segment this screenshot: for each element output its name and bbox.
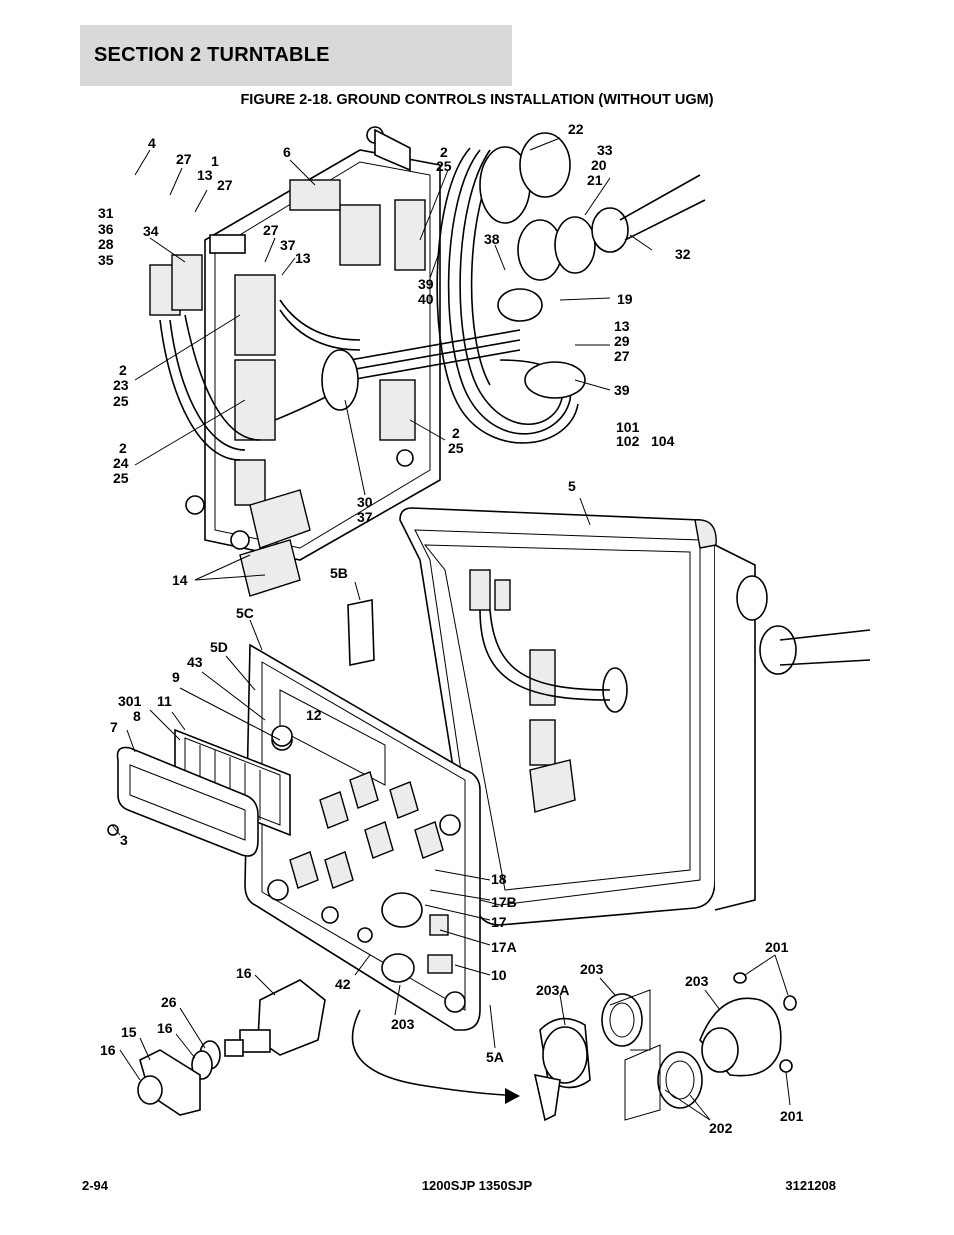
- callout-label: 203: [391, 1016, 415, 1032]
- key-switch-parts-drawing: [533, 972, 797, 1122]
- callout-label: 7: [110, 719, 118, 735]
- callout-label: 12: [306, 707, 322, 723]
- callout-label: 22: [568, 121, 584, 137]
- callout-label: 13: [197, 167, 213, 183]
- callout-label: 20: [591, 157, 607, 173]
- callout-label: 27: [176, 151, 192, 167]
- overlay-frame-drawing: [107, 728, 291, 857]
- callout-label: 104: [651, 433, 675, 449]
- callout-label: 37: [357, 509, 373, 525]
- enclosure-box-drawing: [399, 507, 871, 926]
- callout-label: 203: [685, 973, 709, 989]
- callout-label: 24: [113, 455, 129, 471]
- callout-label: 17: [491, 914, 507, 930]
- callout-label: 16: [157, 1020, 173, 1036]
- callout-label: 5A: [486, 1049, 504, 1065]
- callout-label: 3: [120, 832, 128, 848]
- callout-label: 27: [217, 177, 233, 193]
- callout-label: 30: [357, 494, 373, 510]
- document-number: 3121208: [785, 1178, 836, 1193]
- callout-label: 5B: [330, 565, 348, 581]
- callout-labels: 4 27 1 13 27 6 2 25 22 33 20 21 31 36 28…: [98, 121, 804, 1135]
- callout-label: 101: [616, 419, 640, 435]
- callout-label: 201: [765, 939, 789, 955]
- callout-label: 32: [675, 246, 691, 262]
- callout-label: 31: [98, 205, 114, 221]
- callout-label: 39: [418, 276, 434, 292]
- callout-label: 5D: [210, 639, 228, 655]
- callout-label: 25: [448, 440, 464, 456]
- curved-arrow-drawing: [351, 1009, 506, 1096]
- section-title: SECTION 2 TURNTABLE: [94, 44, 330, 66]
- callout-label: 2: [119, 440, 127, 456]
- callout-label: 14: [172, 572, 188, 588]
- callout-label: 18: [491, 871, 507, 887]
- callout-label: 16: [100, 1042, 116, 1058]
- figure-title: FIGURE 2-18. GROUND CONTROLS INSTALLATIO…: [240, 92, 714, 108]
- callout-label: 39: [614, 382, 630, 398]
- callout-label: 1: [211, 153, 219, 169]
- callout-label: 42: [335, 976, 351, 992]
- callout-label: 2: [452, 425, 460, 441]
- callout-label: 11: [157, 693, 172, 709]
- exploded-parts-diagram: 4 27 1 13 27 6 2 25 22 33 20 21 31 36 28…: [80, 115, 880, 1135]
- callout-label: 102: [616, 433, 640, 449]
- callout-label: 25: [113, 470, 129, 486]
- model-numbers: 1200SJP 1350SJP: [421, 1178, 533, 1193]
- callout-label: 27: [614, 348, 630, 364]
- callout-label: 37: [280, 237, 296, 253]
- callout-label: 34: [143, 223, 159, 239]
- callout-label: 201: [780, 1108, 804, 1124]
- callout-label: 17B: [491, 894, 517, 910]
- callout-label: 23: [113, 377, 129, 393]
- callout-label: 2: [119, 362, 127, 378]
- callout-label: 38: [484, 231, 500, 247]
- callout-label: 21: [587, 172, 603, 188]
- callout-label: 19: [617, 291, 633, 307]
- callout-label: 10: [491, 967, 507, 983]
- callout-label: 26: [161, 994, 177, 1010]
- page-number: 2-94: [82, 1178, 109, 1193]
- callout-label: 301: [118, 693, 142, 709]
- control-panel-drawing: [244, 643, 481, 1031]
- bracket-5b-drawing: [347, 599, 375, 666]
- callout-label: 9: [172, 669, 180, 685]
- arrow-head-drawing: [505, 1088, 520, 1104]
- callout-label: 8: [133, 708, 141, 724]
- callout-label: 203: [580, 961, 604, 977]
- callout-label: 28: [98, 236, 114, 252]
- callout-label: 25: [113, 393, 129, 409]
- callout-label: 25: [436, 158, 452, 174]
- callout-label: 15: [121, 1024, 137, 1040]
- callout-label: 33: [597, 142, 613, 158]
- callout-label: 4: [148, 135, 156, 151]
- callout-label: 16: [236, 965, 252, 981]
- section-header: SECTION 2 TURNTABLE: [80, 25, 512, 86]
- callout-label: 203A: [536, 982, 569, 998]
- callout-label: 13: [614, 318, 630, 334]
- callout-label: 43: [187, 654, 203, 670]
- callout-label: 36: [98, 221, 114, 237]
- callout-label: 13: [295, 250, 311, 266]
- callout-label: 40: [418, 291, 434, 307]
- callout-label: 5: [568, 478, 576, 494]
- callout-label: 27: [263, 222, 279, 238]
- callout-label: 6: [283, 144, 291, 160]
- leader-lines: [111, 137, 791, 1121]
- callout-label: 5C: [236, 605, 254, 621]
- mounting-panel-drawing: [149, 126, 706, 597]
- callout-label: 202: [709, 1120, 733, 1135]
- callout-label: 35: [98, 252, 114, 268]
- callout-label: 29: [614, 333, 630, 349]
- callout-label: 17A: [491, 939, 517, 955]
- callout-label: 2: [440, 144, 448, 160]
